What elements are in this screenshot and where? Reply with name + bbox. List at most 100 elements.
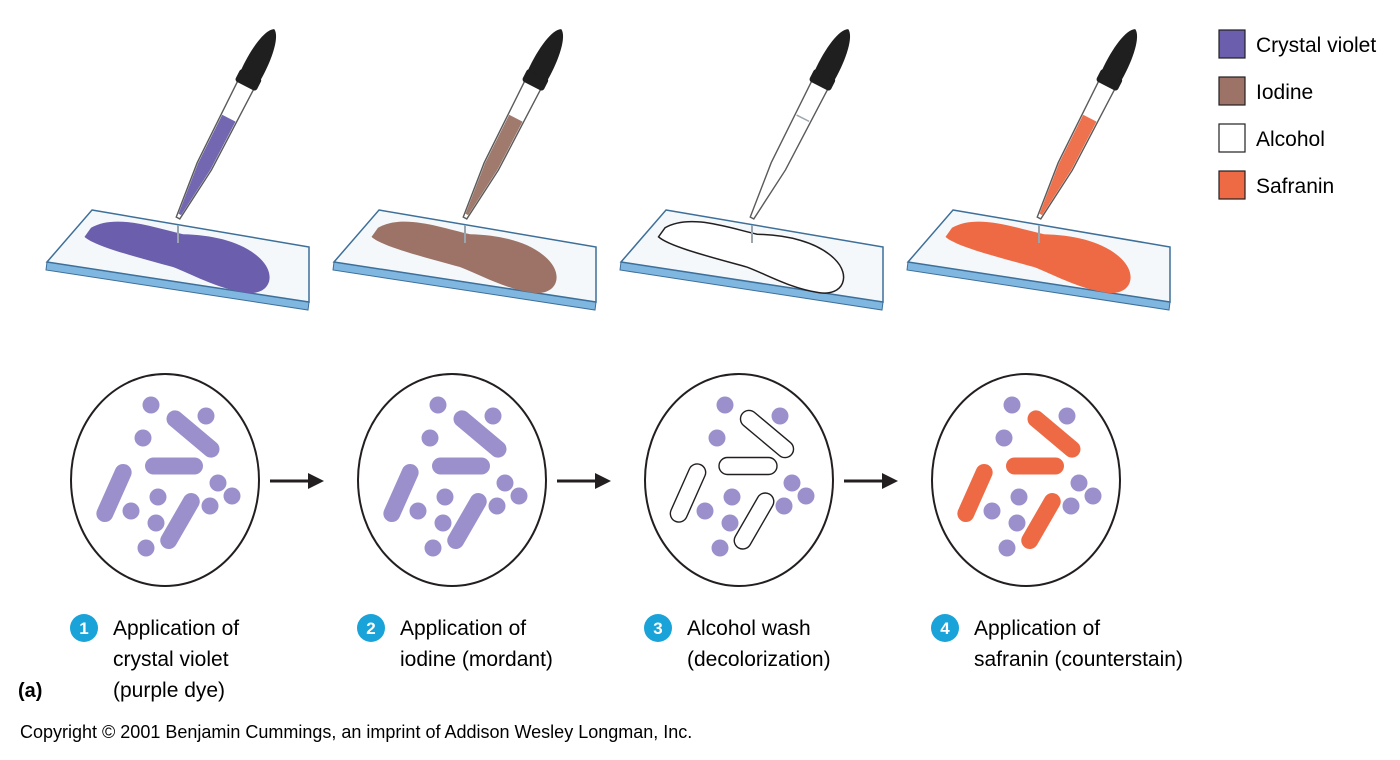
panel-tag: (a) [18,680,42,702]
arrow-icon [844,473,898,489]
microscope-view-step-3 [644,373,834,587]
legend-swatch [1218,76,1246,106]
legend-item: Iodine [1218,76,1313,106]
rod-cell [1021,493,1061,549]
slides-row [45,29,1171,311]
coccus-cell [421,429,439,447]
legend-item: Safranin [1218,170,1334,200]
rod-cell [718,456,778,476]
legend-item: Alcohol [1218,123,1325,153]
coccus-cell [409,502,427,520]
slide-step-1 [45,29,310,311]
coccus-cell [134,429,152,447]
coccus-cell [783,474,801,492]
coccus-cell [488,497,506,515]
step-description-line: (purple dye) [113,679,225,702]
stain-spot [84,221,270,294]
microscope-field [70,373,260,587]
coccus-cell [723,488,741,506]
legend-swatch [1218,170,1246,200]
arrow-icon [270,473,324,489]
step-label-2: 2 Application of iodine (mordant) [357,614,553,671]
coccus-cell [209,474,227,492]
coccus-cell [995,429,1013,447]
step-labels: 1 Application of crystal violet (purple dye… [70,614,1183,702]
dropper-icon [462,29,564,220]
coccus-cell [711,539,729,557]
step-badge [357,614,385,642]
coccus-cell [1070,474,1088,492]
stain-spot [371,221,557,294]
coccus-cell [998,539,1016,557]
slide-step-4 [906,29,1171,311]
coccus-cell [1003,396,1021,414]
microscope-views-row [70,373,1121,587]
rod-cell [145,457,203,475]
dropper-icon [749,29,851,220]
coccus-cell [424,539,442,557]
coccus-cell [797,487,815,505]
step-description-line: crystal violet [113,648,229,671]
coccus-cell [484,407,502,425]
rod-cell [739,409,795,459]
step-description-line: Application of [113,617,239,640]
microscope-field [357,373,547,587]
step-description-line: iodine (mordant) [400,648,553,671]
step-description-line: safranin (counterstain) [974,648,1183,671]
legend-label: Safranin [1256,175,1334,198]
step-description-line: Application of [400,617,526,640]
coccus-cell [716,396,734,414]
rod-cell [96,463,132,523]
microscope-view-step-1 [70,373,260,587]
rod-cell [733,492,775,550]
step-badge [931,614,959,642]
coccus-cell [197,407,215,425]
coccus-cell [137,539,155,557]
coccus-cell [436,488,454,506]
step-number: 1 [79,619,88,638]
process-arrows [270,473,898,489]
step-badge [70,614,98,642]
rod-cell [447,493,487,549]
coccus-cell [721,514,739,532]
coccus-cell [147,514,165,532]
step-badge [644,614,672,642]
slide-step-3 [619,29,884,311]
rod-cell [1027,410,1081,458]
rod-cell [453,410,507,458]
coccus-cell [771,407,789,425]
rod-cell [383,463,419,523]
dropper-icon [1036,29,1138,220]
step-number: 4 [940,619,950,638]
coccus-cell [708,429,726,447]
legend-label: Crystal violet [1256,34,1376,57]
coccus-cell [510,487,528,505]
stain-spot [657,220,845,294]
step-description-line: Application of [974,617,1100,640]
microscope-view-step-4 [931,373,1121,587]
coccus-cell [149,488,167,506]
coccus-cell [223,487,241,505]
legend-label: Iodine [1256,81,1313,104]
legend-label: Alcohol [1256,128,1325,151]
step-label-4: 4 Application of safranin (counterstain) [931,614,1183,671]
step-number: 2 [366,619,375,638]
coccus-cell [983,502,1001,520]
rod-cell [1006,457,1064,475]
rod-cell [160,493,200,549]
coccus-cell [434,514,452,532]
dropper-icon [175,29,277,220]
coccus-cell [1008,514,1026,532]
rod-cell [432,457,490,475]
rod-cell [166,410,220,458]
copyright-notice: Copyright © 2001 Benjamin Cummings, an i… [20,722,692,742]
coccus-cell [201,497,219,515]
step-description-line: Alcohol wash [687,617,811,640]
stain-spot [945,221,1131,294]
legend-swatch [1218,123,1246,153]
coccus-cell [429,396,447,414]
coccus-cell [1058,407,1076,425]
